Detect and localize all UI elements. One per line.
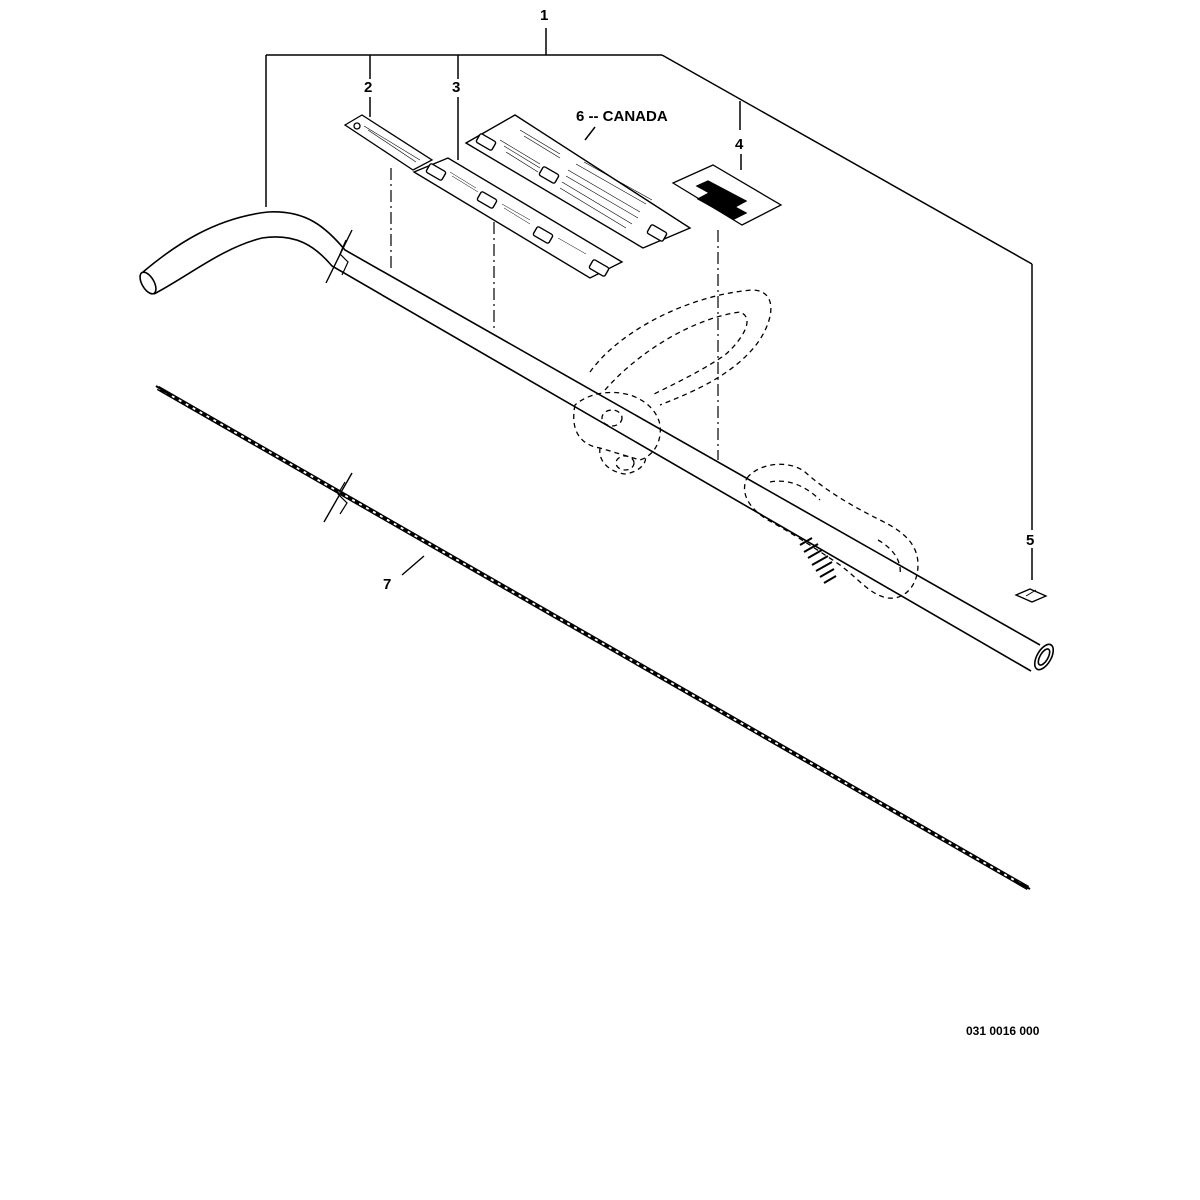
grip-hatching [799, 537, 837, 584]
callout-item-4: 4 [735, 136, 744, 153]
part-item-5 [1014, 588, 1048, 603]
callout-item-3: 3 [452, 79, 461, 96]
shaft-tube [139, 211, 1055, 672]
decal-item-2 [343, 114, 434, 171]
alignment-lines [390, 168, 719, 460]
ghost-grip-handle [743, 463, 919, 599]
callout-item-5: 5 [1026, 532, 1035, 549]
drawing-code: 031 0016 000 [966, 1024, 1040, 1038]
callout-item-7: 7 [383, 576, 392, 593]
ghost-loop-handle [573, 289, 772, 475]
callout-item-2: 2 [364, 79, 373, 96]
drive-shaft-cable [155, 385, 1031, 890]
decal-item-3 [412, 157, 624, 279]
leader-item-7 [401, 555, 425, 576]
assembly-bracket [265, 28, 1033, 580]
callout-item-6: 6 -- CANADA [576, 108, 668, 125]
decal-item-4 [671, 164, 783, 226]
decal-item-6 [464, 114, 692, 249]
callout-item-1: 1 [540, 7, 549, 24]
